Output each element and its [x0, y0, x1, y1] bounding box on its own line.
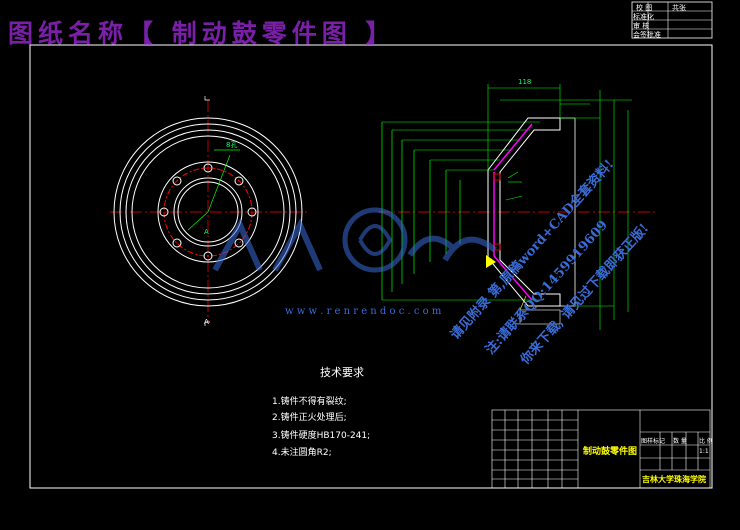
- bolt-holes: [159, 163, 257, 261]
- block-row-3: 审 核: [633, 22, 650, 30]
- block-mark: 共张: [672, 4, 686, 12]
- tech-req-item-4: 4.未注圆角R2;: [272, 448, 332, 458]
- drawing-frame: [29, 44, 713, 489]
- block-row-2: 标准化: [633, 13, 654, 21]
- tech-req-item-2: 2.铸件正火处理后;: [272, 413, 347, 423]
- block-row-4: 会签批准: [633, 31, 661, 39]
- front-view-bottom-mark: A: [204, 318, 209, 326]
- drawing-title-banner: 图纸名称【 制动鼓零件图 】: [8, 19, 396, 48]
- watermark-logo: [212, 207, 497, 273]
- title-block-header-1: 图样标记: [641, 438, 666, 445]
- title-block-header-3: 比 例: [699, 438, 713, 445]
- title-block-scale: 1:1: [699, 448, 709, 455]
- section-dim-top: 118: [518, 78, 532, 86]
- front-view: [110, 96, 310, 326]
- title-block-school: 吉林大学珠海学院: [642, 475, 706, 484]
- tech-req-item-3: 3.铸件硬度HB170-241;: [272, 431, 371, 441]
- front-view-center-mark: A: [204, 228, 209, 236]
- tech-req-heading: 技术要求: [320, 366, 364, 379]
- front-view-detail-tag: 8孔: [226, 141, 238, 149]
- watermark-site: w w w . r e n r e n d o c . c o m: [285, 306, 442, 317]
- block-row-1: 校 图: [636, 4, 653, 12]
- title-block-part-name: 制动鼓零件图: [583, 447, 638, 457]
- title-block-header-2: 数 量: [673, 438, 687, 445]
- tech-req-item-1: 1.铸件不得有裂纹;: [272, 397, 347, 407]
- section-view: [378, 84, 655, 330]
- title-block-grid: [491, 409, 711, 489]
